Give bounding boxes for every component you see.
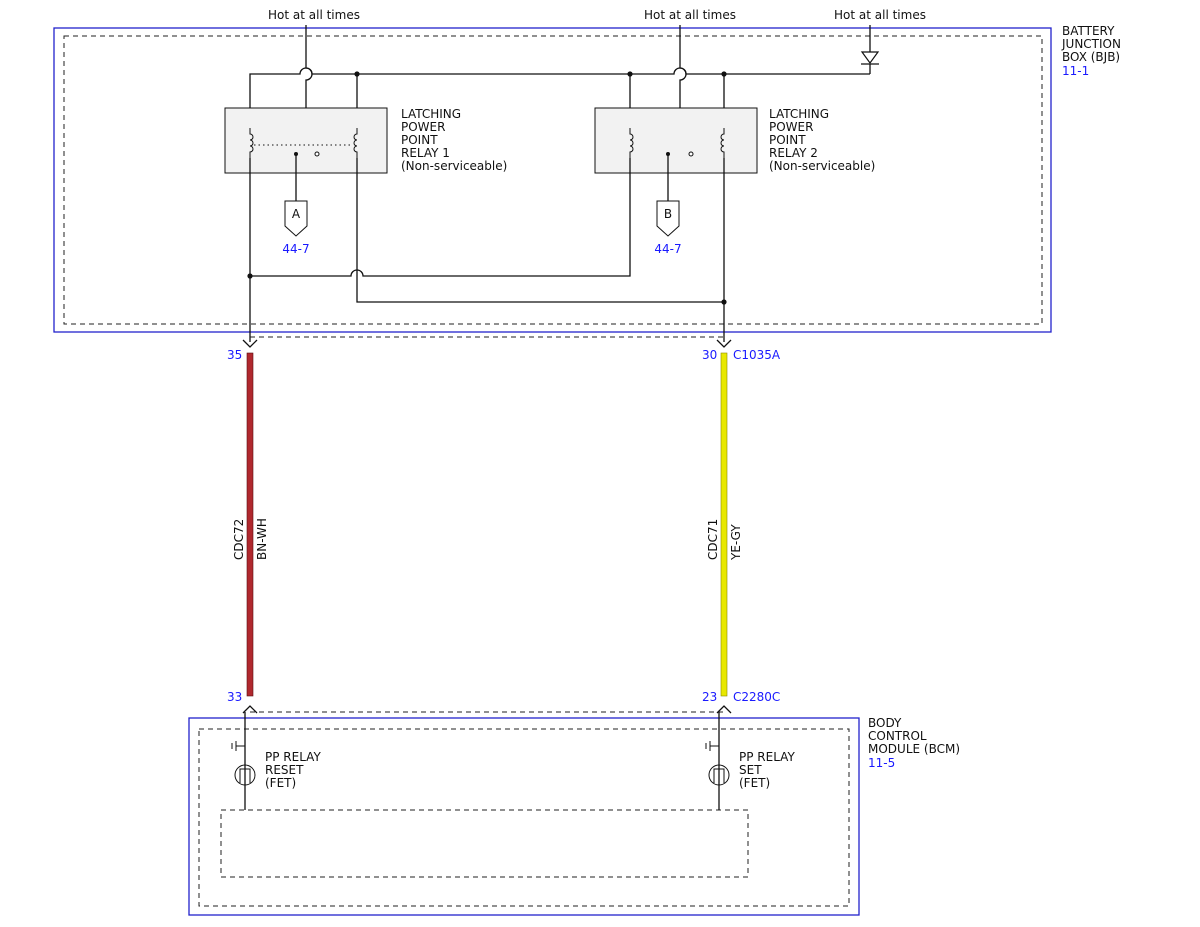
relay1-coil-right-icon [353,128,358,158]
wire-cdc72-circuit-label: CDC72 [232,519,246,560]
relay1-label-line-4: RELAY 1 [401,146,450,160]
diode-icon [860,51,880,74]
pin-33-arrow-icon [242,705,258,714]
fet-set-label-line-3: (FET) [739,776,770,790]
connector-b[interactable]: B [656,200,680,237]
bcm-module-box [188,717,860,916]
relay1-label-line-2: POWER [401,120,445,134]
connector-c1035a-link[interactable]: C1035A [733,348,781,362]
bus-top [249,67,870,128]
relay1-label-line-5: (Non-serviceable) [401,159,507,173]
relay2-coil-left-icon [629,128,634,158]
bjb-name-line-3: BOX (BJB) [1062,50,1120,64]
hot-label-1: Hot at all times [268,8,360,22]
fet-reset-label-line-2: RESET [265,763,304,777]
relay2-box [594,107,758,174]
hot-label-3: Hot at all times [834,8,926,22]
relay2-label-line-5: (Non-serviceable) [769,159,875,173]
relay2-label-line-4: RELAY 2 [769,146,818,160]
fet-set-icon [705,741,730,786]
bjb-name-line-2: JUNCTION [1061,37,1121,51]
pin-30-label: 30 [702,348,717,362]
connector-a-icon [284,200,308,237]
bjb-ref-link[interactable]: 11-1 [1062,64,1089,78]
connector-b-letter: B [664,207,672,221]
pin-35-label: 35 [227,348,242,362]
fet-reset-icon [231,741,256,786]
bjb-inner-area [63,35,1043,325]
cross-wire-upper [250,158,631,277]
relay1-label-line-3: POINT [401,133,438,147]
hot-label-2: Hot at all times [644,8,736,22]
connector-b-icon [656,200,680,237]
cross-wire-lower [356,158,724,303]
fet-reset-label-line-3: (FET) [265,776,296,790]
bjb-name-line-1: BATTERY [1062,24,1115,38]
relay1-label-line-1: LATCHING [401,107,461,121]
pin-23-arrow-icon [716,705,732,714]
pin-33-label: 33 [227,690,242,704]
bcm-ref-link[interactable]: 11-5 [868,756,895,770]
connector-c2280c-link[interactable]: C2280C [733,690,780,704]
relay2-coil-right-icon [720,128,725,158]
bcm-logic-block [220,809,749,878]
wire-cdc72-color-label: BN-WH [255,518,269,560]
bjb-module-box [53,27,1052,333]
fet-reset-label-line-1: PP RELAY [265,750,321,764]
relay2-label-line-3: POINT [769,133,806,147]
relay2-label-line-1: LATCHING [769,107,829,121]
fet-set-label-line-1: PP RELAY [739,750,795,764]
junction-dot [247,273,253,279]
wire-cdc71[interactable] [720,352,728,697]
wire-cdc71-color-label: YE-GY [729,524,743,561]
pin-35-arrow-icon [242,339,258,348]
bcm-name-line-3: MODULE (BCM) [868,742,960,756]
fet-set-label-line-2: SET [739,763,762,777]
relay2-contact-icon [688,151,694,157]
relay2-label-line-2: POWER [769,120,813,134]
connector-a-letter: A [292,207,301,221]
connector-b-ref-link[interactable]: 44-7 [654,242,681,256]
bcm-name-line-1: BODY [868,716,902,730]
wire-cdc71-circuit-label: CDC71 [706,519,720,560]
pin-30-arrow-icon [716,339,732,348]
connector-a-ref-link[interactable]: 44-7 [282,242,309,256]
relay1-box [224,107,388,174]
pin-23-label: 23 [702,690,717,704]
bcm-inner-area [198,728,850,907]
relay1-contact-icon [314,151,320,157]
bcm-name-line-2: CONTROL [868,729,927,743]
connector-a[interactable]: A [284,200,308,237]
wire-cdc72[interactable] [246,352,254,697]
relay1-coil-left-icon [249,128,254,158]
